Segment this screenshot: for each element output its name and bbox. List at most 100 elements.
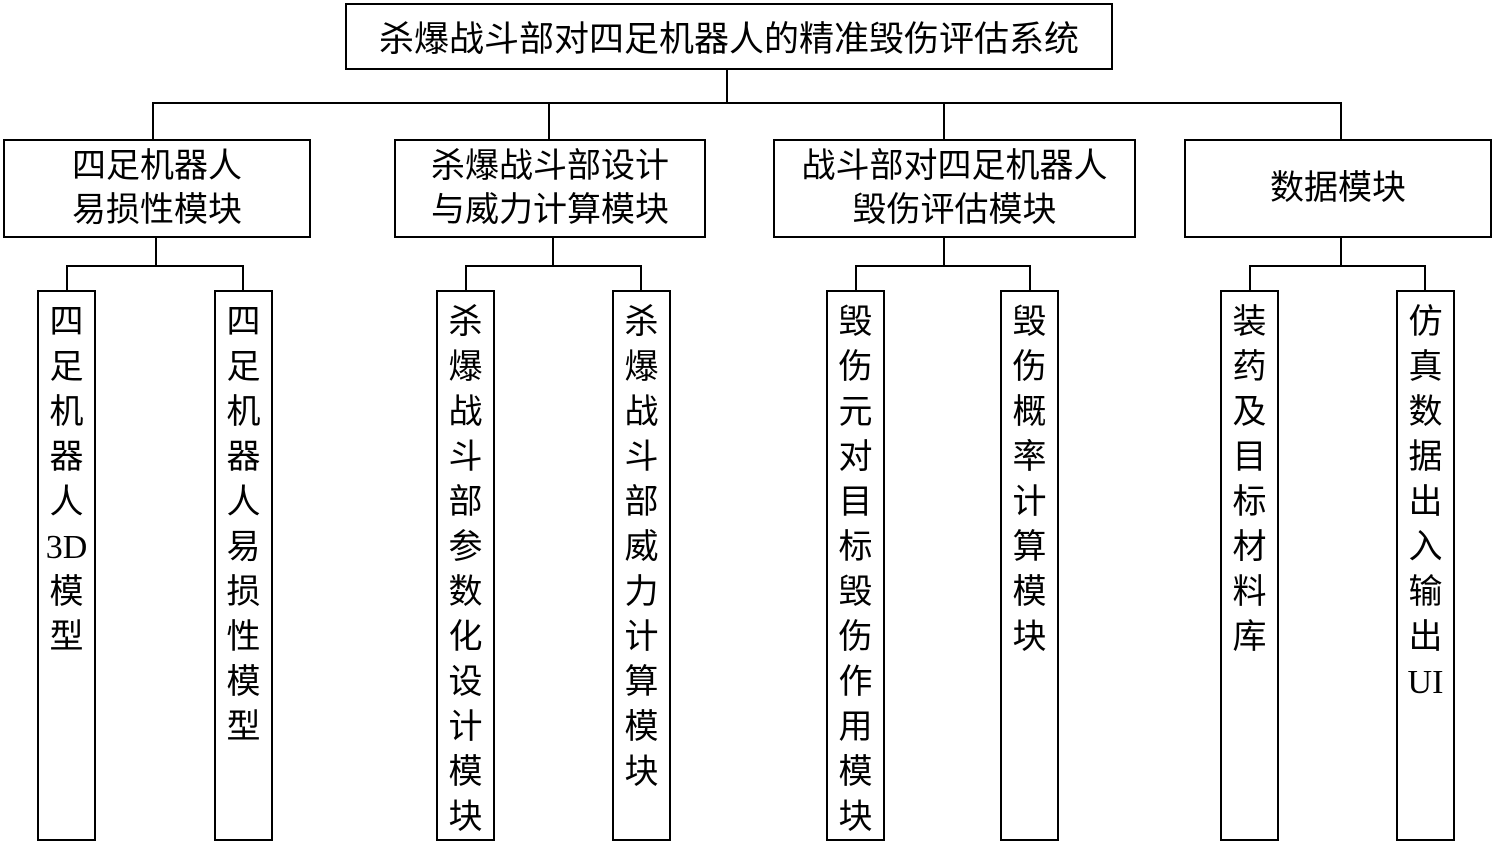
submodule-char: 据	[1408, 439, 1443, 476]
submodule-char: 模	[49, 574, 84, 611]
submodule-char: 参	[448, 529, 483, 566]
module-warhead-design: 杀爆战斗部设计 与威力计算模块	[394, 139, 706, 238]
submodule-char: 型	[226, 709, 261, 746]
submodule-char: 斗	[448, 439, 483, 476]
submodule-char: 对	[838, 439, 873, 476]
submodule-char: 块	[624, 754, 659, 791]
root-node: 杀爆战斗部对四足机器人的精准毁伤评估系统	[345, 3, 1113, 70]
module-label: 四足机器人 易损性模块	[72, 147, 242, 229]
submodule-char: 部	[624, 484, 659, 521]
submodule-char: 四	[226, 304, 261, 341]
submodule-label: 四足机器人易损性模型	[227, 300, 261, 750]
connector	[1249, 265, 1426, 267]
module-vulnerability: 四足机器人 易损性模块	[3, 139, 311, 238]
submodule-char: 模	[448, 754, 483, 791]
submodule-label: 杀爆战斗部威力计算模块	[625, 300, 659, 795]
submodule-label: 装药及目标材料库	[1233, 300, 1267, 660]
connector	[855, 265, 1031, 267]
submodule-char: 装	[1232, 304, 1267, 341]
submodule-char: 计	[448, 709, 483, 746]
connector	[152, 102, 1342, 104]
submodule-char: 算	[1012, 529, 1047, 566]
submodule-label: 杀爆战斗部参数化设计模块	[449, 300, 483, 840]
submodule-char: 3D	[45, 529, 88, 566]
submodule-char: 库	[1232, 619, 1267, 656]
submodule-label: 四足机器人 3D 模型	[46, 300, 88, 660]
submodule-char: 力	[624, 574, 659, 611]
submodule-char: 块	[838, 799, 873, 836]
submodule-parametric-design: 杀爆战斗部参数化设计模块	[436, 290, 495, 841]
submodule-char: 斗	[624, 439, 659, 476]
submodule-char: 机	[49, 394, 84, 431]
submodule-char: 出	[1408, 619, 1443, 656]
connector	[66, 265, 244, 267]
submodule-char: 出	[1408, 484, 1443, 521]
connector	[1249, 265, 1251, 291]
submodule-char: 型	[49, 619, 84, 656]
connector	[155, 237, 157, 267]
submodule-char: 器	[226, 439, 261, 476]
connector	[1340, 237, 1342, 267]
submodule-char: 四	[49, 304, 84, 341]
submodule-char: 作	[838, 664, 873, 701]
submodule-char: 伤	[1012, 349, 1047, 386]
submodule-char: 性	[226, 619, 261, 656]
submodule-char: 战	[448, 394, 483, 431]
submodule-char: 毁	[1012, 304, 1047, 341]
module-label: 战斗部对四足机器人 毁伤评估模块	[801, 147, 1108, 229]
submodule-char: 足	[226, 349, 261, 386]
submodule-char: 算	[624, 664, 659, 701]
submodule-char: 人	[49, 484, 84, 521]
root-label: 杀爆战斗部对四足机器人的精准毁伤评估系统	[378, 20, 1079, 59]
connector	[1340, 102, 1342, 140]
submodule-char: 数	[1408, 394, 1443, 431]
submodule-char: UI	[1407, 664, 1444, 701]
submodule-char: 输	[1408, 574, 1443, 611]
connector	[1029, 265, 1031, 291]
submodule-label: 毁伤元对目标毁伤作用模块	[839, 300, 873, 840]
submodule-char: 损	[226, 574, 261, 611]
submodule-char: 伤	[838, 349, 873, 386]
submodule-char: 模	[226, 664, 261, 701]
submodule-char: 元	[838, 394, 873, 431]
submodule-char: 器	[49, 439, 84, 476]
connector	[640, 265, 642, 291]
submodule-char: 数	[448, 574, 483, 611]
submodule-char: 模	[624, 709, 659, 746]
connector	[1424, 265, 1426, 291]
connector	[152, 102, 154, 140]
submodule-char: 料	[1232, 574, 1267, 611]
module-damage-assessment: 战斗部对四足机器人 毁伤评估模块	[773, 139, 1136, 238]
submodule-char: 化	[448, 619, 483, 656]
submodule-label: 毁伤概率计算模块	[1013, 300, 1047, 660]
submodule-char: 标	[838, 529, 873, 566]
submodule-char: 毁	[838, 574, 873, 611]
submodule-char: 计	[624, 619, 659, 656]
connector	[552, 237, 554, 267]
submodule-char: 伤	[838, 619, 873, 656]
submodule-char: 杀	[448, 304, 483, 341]
submodule-char: 机	[226, 394, 261, 431]
submodule-char: 块	[1012, 619, 1047, 656]
submodule-3d-model: 四足机器人 3D 模型	[37, 290, 96, 841]
submodule-char: 足	[49, 349, 84, 386]
submodule-char: 目	[838, 484, 873, 521]
submodule-char: 易	[226, 529, 261, 566]
connector	[943, 102, 945, 140]
connector	[66, 265, 68, 291]
submodule-char: 药	[1232, 349, 1267, 386]
submodule-char: 仿	[1408, 304, 1443, 341]
submodule-power-calculation: 杀爆战斗部威力计算模块	[612, 290, 671, 841]
submodule-char: 毁	[838, 304, 873, 341]
submodule-char: 目	[1232, 439, 1267, 476]
module-label: 杀爆战斗部设计 与威力计算模块	[431, 147, 669, 229]
submodule-char: 人	[226, 484, 261, 521]
submodule-char: 率	[1012, 439, 1047, 476]
connector	[548, 102, 550, 140]
submodule-char: 真	[1408, 349, 1443, 386]
submodule-damage-effect: 毁伤元对目标毁伤作用模块	[826, 290, 885, 841]
submodule-char: 爆	[448, 349, 483, 386]
submodule-char: 爆	[624, 349, 659, 386]
